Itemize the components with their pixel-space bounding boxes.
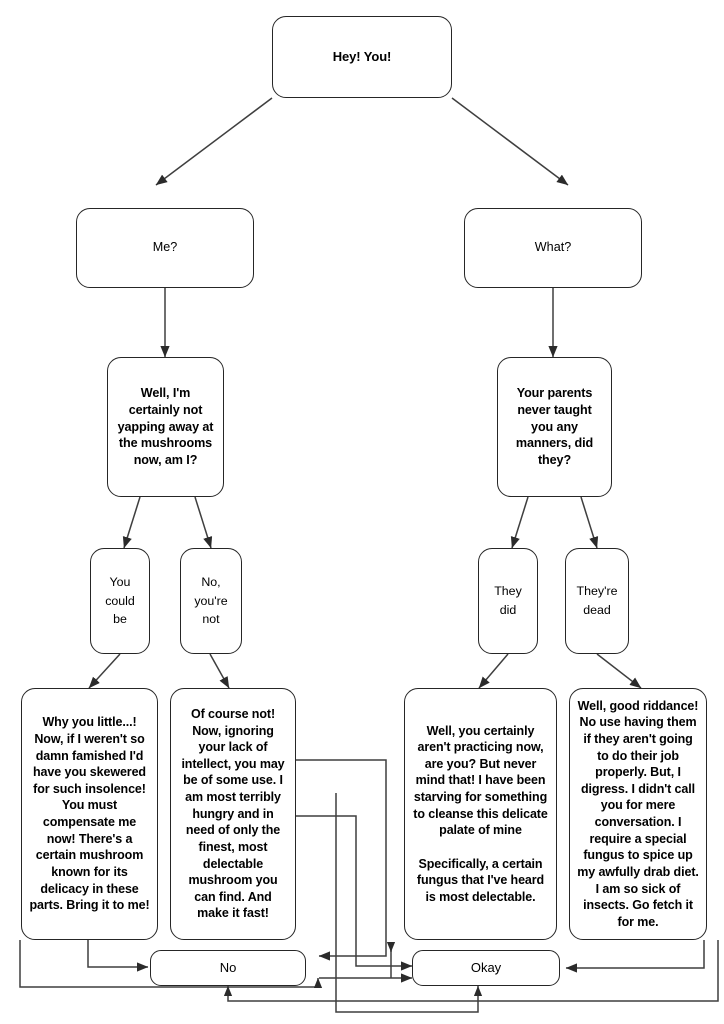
edge-noyourenot-to-ofcoursenot — [209, 653, 230, 689]
node-left-choice-2a[interactable]: You could be — [90, 548, 150, 654]
node-left-choice-1-label: Me? — [152, 240, 178, 255]
node-right-choice-2a[interactable]: They did — [478, 548, 538, 654]
node-terminal-okay-label: Okay — [470, 959, 502, 975]
node-right-choice-1-label: What? — [534, 240, 572, 255]
edge-root-to-what — [451, 97, 569, 186]
node-root[interactable]: Hey! You! — [272, 16, 452, 98]
edge-yourparents-to-theyredead — [580, 496, 599, 549]
edge-ofcoursenot-to-okay — [296, 815, 413, 971]
node-right-npc-3b[interactable]: Well, good riddance! No use having them … — [569, 688, 707, 940]
node-left-choice-2b[interactable]: No, you're not — [180, 548, 242, 654]
node-right-npc-3a-label: Well, you certainly aren't practicing no… — [413, 723, 548, 904]
edge-wellim-to-noyourenot — [194, 496, 213, 549]
edge-whyyoulittle-to-no — [87, 940, 149, 972]
node-left-npc-3b[interactable]: Of course not! Now, ignoring your lack o… — [170, 688, 296, 940]
edge-theyredead-to-wellgoodriddance — [596, 653, 642, 689]
node-terminal-okay[interactable]: Okay — [412, 950, 560, 986]
node-right-npc-2[interactable]: Your parents never taught you any manner… — [497, 357, 612, 497]
node-left-npc-3b-label: Of course not! Now, ignoring your lack o… — [181, 706, 285, 921]
edge-ofcoursenot-to-no — [296, 759, 387, 961]
node-left-npc-2[interactable]: Well, I'm certainly not yapping away at … — [107, 357, 224, 497]
edge-root-to-me — [155, 97, 273, 186]
edge-youcouldbe-to-whyyoulittle — [88, 653, 121, 689]
node-root-label: Hey! You! — [332, 49, 392, 65]
edge-theydid-to-wellyoucertainly — [478, 653, 509, 689]
node-left-npc-2-label: Well, I'm certainly not yapping away at … — [117, 385, 214, 468]
node-left-choice-2b-label: No, you're not — [194, 575, 228, 627]
node-terminal-no[interactable]: No — [150, 950, 306, 986]
node-right-npc-2-label: Your parents never taught you any manner… — [515, 385, 594, 468]
node-left-npc-3a-label: Why you little...! Now, if I weren't so … — [29, 715, 150, 913]
node-left-choice-2a-label: You could be — [105, 575, 135, 627]
node-right-choice-2b[interactable]: They're dead — [565, 548, 629, 654]
node-left-npc-3a[interactable]: Why you little...! Now, if I weren't so … — [21, 688, 158, 940]
node-left-choice-1[interactable]: Me? — [76, 208, 254, 288]
node-right-npc-3a[interactable]: Well, you certainly aren't practicing no… — [404, 688, 557, 940]
node-right-choice-2a-label: They did — [494, 584, 522, 617]
node-right-npc-3b-label: Well, good riddance! No use having them … — [577, 698, 699, 929]
edge-wellim-to-youcouldbe — [122, 496, 141, 549]
edge-yourparents-to-theydid — [510, 496, 529, 549]
node-right-choice-1[interactable]: What? — [464, 208, 642, 288]
edge-wellgoodriddance-to-okay — [565, 940, 705, 973]
node-terminal-no-label: No — [219, 959, 237, 975]
node-right-choice-2b-label: They're dead — [576, 584, 618, 617]
